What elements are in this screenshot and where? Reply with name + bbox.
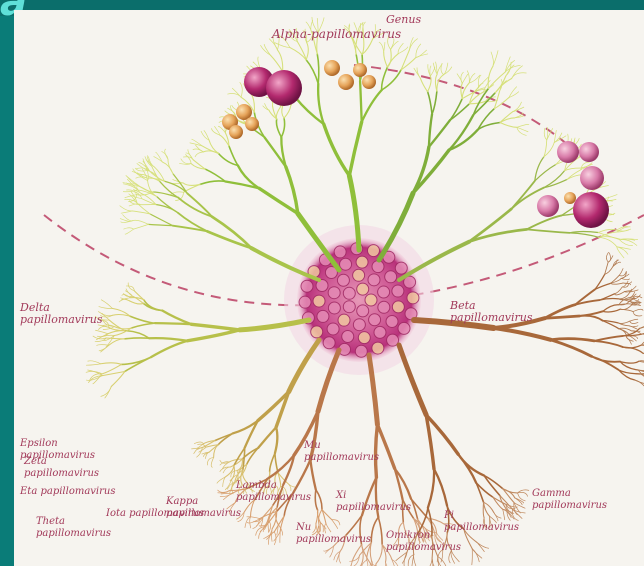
- upper-boundary-arc: [354, 65, 574, 150]
- label-kappa: Kappa papillomavirus: [166, 496, 241, 520]
- tree-drawing: [14, 10, 644, 566]
- label-zeta: Zeta papillomavirus: [24, 456, 99, 480]
- label-theta: Theta papillomavirus: [36, 516, 111, 540]
- label-xi: Xi papillomavirus: [336, 490, 411, 514]
- label-eta: Eta papillomavirus: [20, 486, 115, 498]
- label-pi: Pi papillomavirus: [444, 510, 519, 534]
- label-mu: Mu papillomavirus: [304, 440, 379, 464]
- label-delta: Delta papillomavirus: [20, 302, 103, 326]
- label-beta: Beta papillomavirus: [450, 300, 533, 324]
- label-gamma: Gamma papillomavirus: [532, 488, 607, 512]
- label-alpha: Alpha-papillomavirus: [272, 28, 401, 40]
- label-nu: Nu papillomavirus: [296, 522, 371, 546]
- label-genus: Genus: [386, 14, 421, 26]
- label-lambda: Lambda papillomavirus: [236, 480, 311, 504]
- phylogenetic-tree-illustration: Genus Alpha-papillomavirus Delta papillo…: [14, 10, 644, 566]
